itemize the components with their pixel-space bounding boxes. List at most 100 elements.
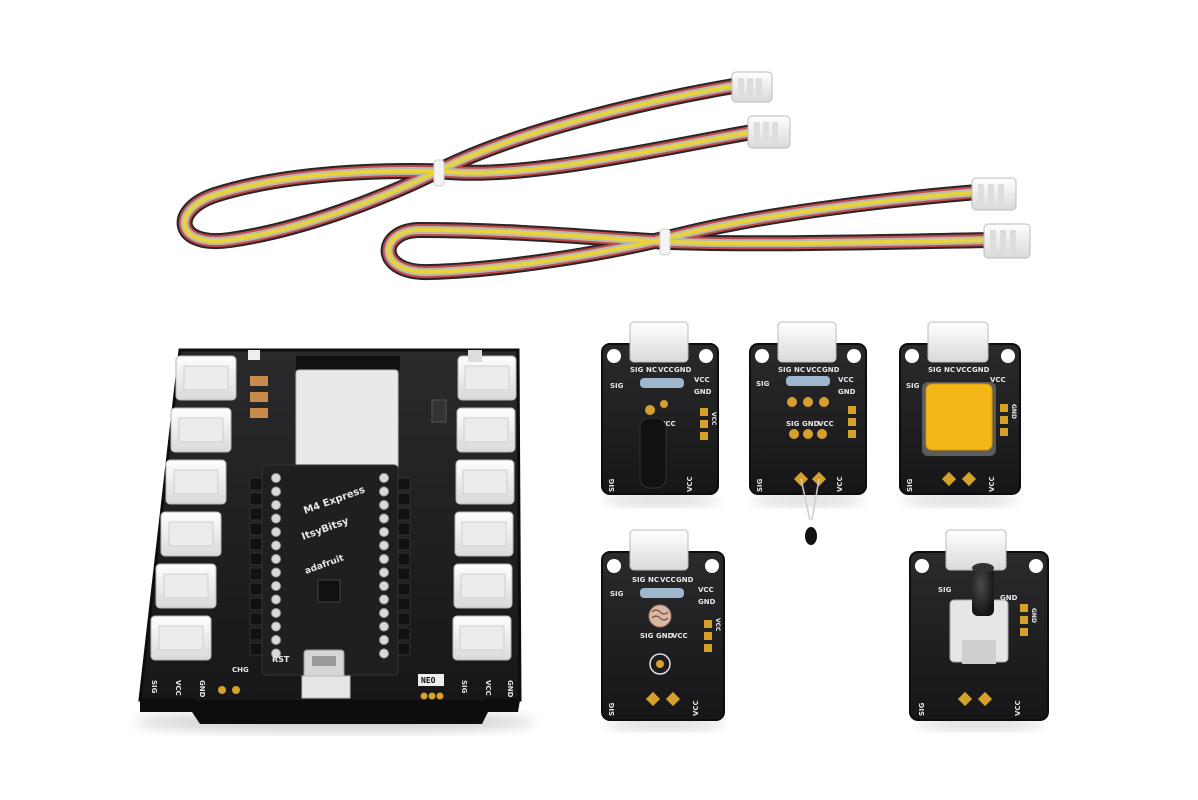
- resistor: [786, 376, 830, 386]
- female-header: [249, 507, 263, 521]
- grove-socket[interactable]: [456, 407, 516, 453]
- grove-socket[interactable]: [453, 563, 513, 609]
- female-header: [249, 537, 263, 551]
- female-header: [397, 612, 411, 626]
- pin-hole: [379, 567, 389, 578]
- header-sig: SIG: [632, 576, 646, 584]
- left-sig: SIG: [610, 590, 624, 598]
- pin-hole: [271, 500, 281, 510]
- bottom-vcc: VCC: [988, 476, 996, 492]
- thermistor-leads: [800, 478, 820, 521]
- vibration-motor: [639, 417, 667, 489]
- wifi-antenna: [296, 356, 400, 370]
- pin-hole: [379, 648, 389, 659]
- module-vibration-sensor: SIG NC VCC GND SIG VCC GND VCC SIG VCC V…: [601, 321, 720, 506]
- grove-socket[interactable]: [457, 355, 517, 401]
- grove-cable-2: [380, 177, 1031, 281]
- header-nc: NC: [794, 366, 805, 374]
- female-header: [397, 537, 411, 551]
- grove-socket[interactable]: [160, 511, 222, 557]
- module-potentiometer: SIG GND GND SIG VCC: [909, 529, 1049, 730]
- pin-hole: [271, 540, 281, 551]
- bottom-connector: [301, 675, 351, 699]
- wifi-module: [295, 369, 399, 471]
- right-vcc: VCC: [990, 376, 1006, 384]
- female-header: [249, 522, 263, 536]
- module-temperature-sensor: SIG NC VCC GND SIG VCC GND SIG GND VCC S…: [749, 321, 867, 545]
- grove-socket: [945, 529, 1007, 571]
- grove-socket[interactable]: [155, 563, 217, 609]
- yellow-button-cap[interactable]: [925, 383, 993, 451]
- right-vcc: VCC: [694, 376, 710, 384]
- pin-hole: [271, 594, 281, 605]
- header-pins: [249, 473, 411, 659]
- right-gnd: GND: [1000, 594, 1018, 602]
- right-vcc: VCC: [838, 376, 854, 384]
- grove-socket[interactable]: [165, 459, 227, 505]
- pin-hole: [271, 567, 281, 578]
- bottom-vcc: VCC: [1014, 700, 1022, 716]
- grove-socket[interactable]: [170, 407, 232, 453]
- grove-socket[interactable]: [150, 615, 212, 661]
- female-header: [397, 642, 411, 656]
- grove-plug: [983, 223, 1031, 259]
- left-sig: SIG: [938, 586, 952, 594]
- pin-hole: [379, 594, 389, 605]
- bottom-sig: SIG: [608, 702, 616, 716]
- grove-socket[interactable]: [452, 615, 512, 661]
- female-header: [249, 627, 263, 641]
- potentiometer-knob[interactable]: [972, 568, 994, 616]
- header-vcc: VCC: [660, 576, 676, 584]
- left-sig: SIG: [906, 382, 920, 390]
- pin-hole: [379, 500, 389, 510]
- side-label-gnd: GND: [198, 680, 206, 698]
- pin-hole: [379, 513, 389, 524]
- grove-socket: [629, 529, 689, 571]
- right-gnd: GND: [698, 598, 716, 606]
- side-label-vcc-right: VCC: [484, 680, 492, 696]
- right-gnd: GND: [838, 388, 856, 396]
- pin-hole: [271, 513, 281, 524]
- center-vcc: VCC: [818, 420, 834, 428]
- pin-hole: [271, 527, 281, 537]
- grove-socket: [927, 321, 989, 363]
- bottom-sig: SIG: [906, 478, 914, 492]
- pin-hole: [379, 486, 389, 497]
- female-header: [397, 567, 411, 581]
- pin-hole: [379, 554, 389, 564]
- female-header: [249, 567, 263, 581]
- grove-plug: [971, 177, 1017, 211]
- neo-label: NEO: [421, 676, 436, 685]
- center-sig: SIG: [640, 632, 654, 640]
- pin-hole: [379, 635, 389, 645]
- grove-plug: [731, 71, 773, 103]
- side-label-gnd-right: GND: [506, 680, 514, 698]
- cable-tie: [659, 228, 671, 256]
- pin-hole: [379, 621, 389, 632]
- header-sig: SIG: [778, 366, 792, 374]
- pin-hole: [379, 608, 389, 618]
- header-gnd: GND: [972, 366, 990, 374]
- female-header: [397, 492, 411, 506]
- pin-hole: [271, 635, 281, 645]
- female-header: [249, 582, 263, 596]
- header-nc: NC: [646, 366, 657, 374]
- female-header: [249, 597, 263, 611]
- grove-socket[interactable]: [455, 459, 515, 505]
- bottom-sig: SIG: [918, 702, 926, 716]
- pin-hole: [271, 486, 281, 497]
- pin-hole: [271, 648, 281, 659]
- header-gnd: GND: [676, 576, 694, 584]
- female-header: [249, 477, 263, 491]
- pin-hole: [271, 621, 281, 632]
- rst-label: RST: [272, 655, 290, 664]
- center-vcc: VCC: [660, 420, 676, 428]
- left-sig: SIG: [610, 382, 624, 390]
- grove-socket[interactable]: [175, 355, 237, 401]
- grove-socket[interactable]: [454, 511, 514, 557]
- pin-hole: [271, 608, 281, 618]
- pin-hole: [271, 473, 281, 483]
- resistor: [640, 588, 684, 598]
- header-vcc: VCC: [806, 366, 822, 374]
